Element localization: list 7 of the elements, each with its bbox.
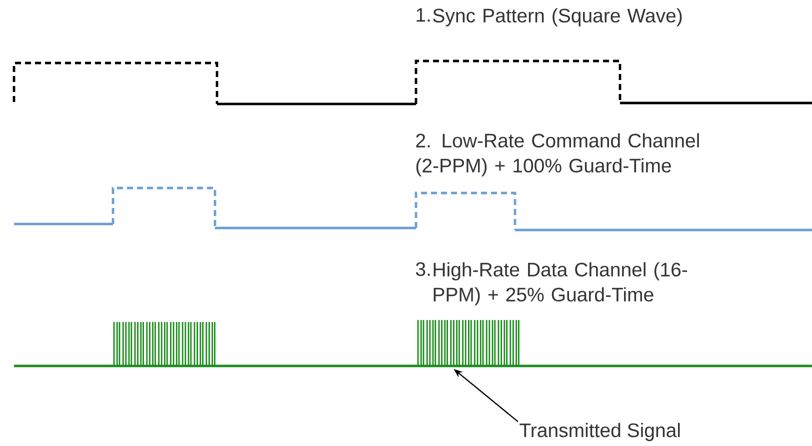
channel-caption: 3.	[416, 262, 430, 276]
channel-caption: 1.	[416, 8, 430, 22]
callout-label: Transmitted Signal	[520, 422, 680, 442]
channel-caption: Sync Pattern (Square Wave)	[433, 8, 682, 26]
channel-caption: High-Rate Data Channel (16-PPM) + 25% Guard-Time	[434, 262, 688, 306]
channel-caption: 2. Low-Rate Command Channel (2-PPM) + 100% Guard-Time	[416, 133, 699, 176]
signal-burst	[417, 319, 520, 367]
